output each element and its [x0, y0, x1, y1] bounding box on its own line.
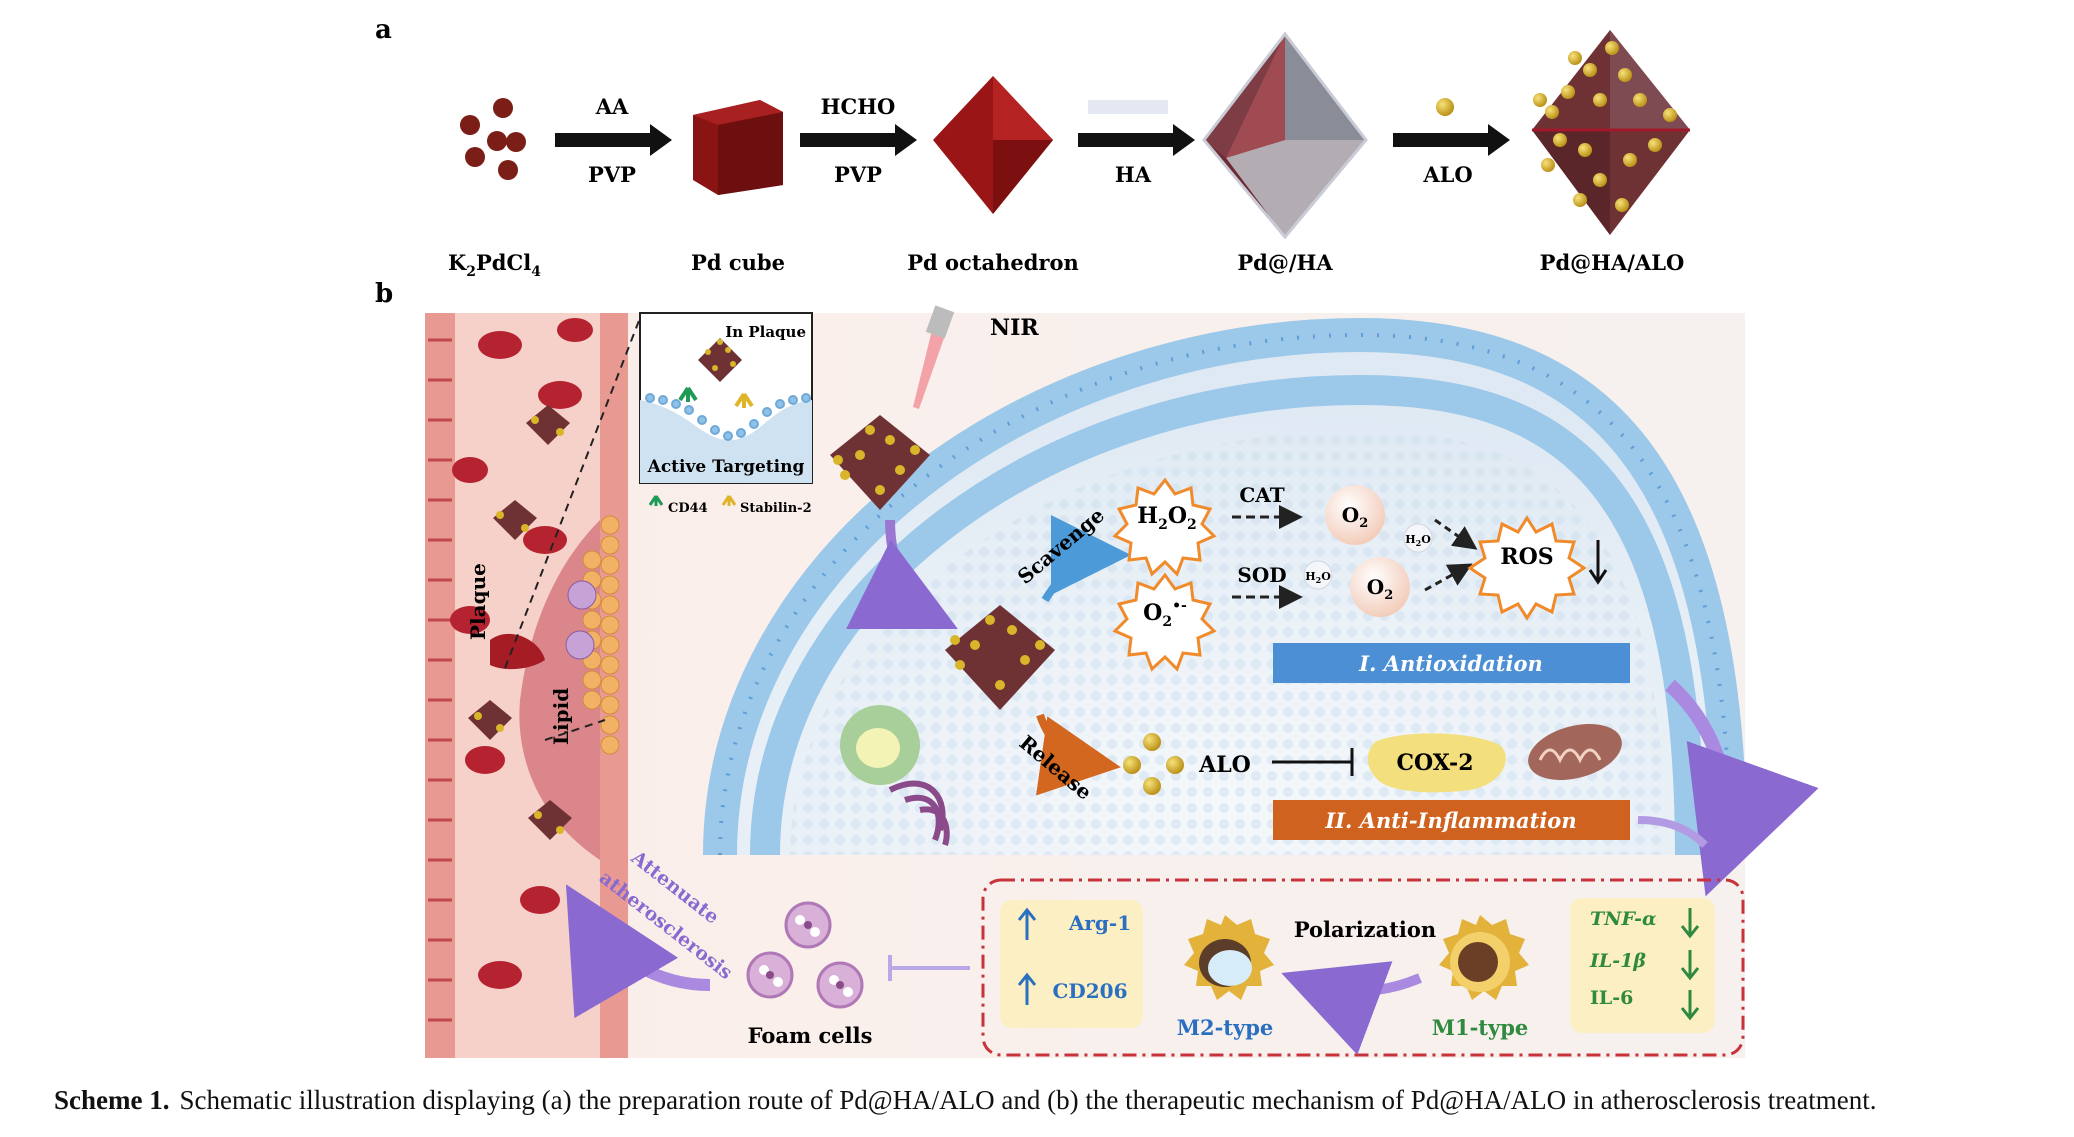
label-k2pdcl4: K2PdCl4 [448, 250, 541, 280]
ha-chain-icon [1088, 100, 1168, 114]
m1-marker-tnf: TNF-α [1590, 908, 1657, 930]
polarization-box [981, 878, 1745, 1057]
alo-particles [1123, 733, 1184, 795]
m1-macrophage-icon [1439, 915, 1529, 1000]
pd-octahedron-icon [933, 76, 1053, 214]
release-arrow [1035, 713, 1121, 796]
reaction-arrowheads [650, 124, 1510, 156]
inset-pointer-lower [544, 719, 606, 741]
arg1-up-arrow [1017, 907, 1037, 940]
h2o2-label: H2O2 [1137, 503, 1196, 533]
blood-vessel [425, 313, 628, 1058]
foam-cells-label: Foam cells [748, 1023, 873, 1048]
cat-label: CAT [1239, 483, 1284, 507]
inset-subtitle: Active Targeting [647, 457, 805, 477]
anti-inflammation-label: II. Anti-Inflammation [1324, 808, 1576, 833]
uptake-arrow [846, 519, 958, 629]
superoxide-label: O2•- [1143, 598, 1187, 630]
active-targeting-inset [639, 312, 813, 506]
nanoparticle-in-cell [945, 605, 1055, 710]
panel-b-label: b [375, 279, 393, 309]
inset-pointer-upper [504, 317, 641, 669]
pd-ha-icon [1202, 31, 1368, 240]
caption-text: Schematic illustration displaying (a) th… [179, 1085, 1877, 1115]
legend-cd44: CD44 [668, 501, 708, 516]
panel-a-label: a [375, 15, 392, 45]
il1b-down-arrow [1680, 950, 1700, 981]
h2o2-star [1112, 477, 1217, 577]
o2-bottom-label: O2 [1367, 575, 1393, 603]
cell-to-macrophage-arrow [1665, 679, 1819, 897]
m1-label: M1-type [1432, 1015, 1529, 1040]
foam-inhibition-line [888, 955, 970, 981]
vessel-plaque-label: Plaque [466, 563, 490, 640]
cox2-blob [1367, 733, 1506, 793]
inflam-to-macrophage-arrow [1637, 816, 1708, 848]
alo-label: ALO [1198, 752, 1251, 778]
nir-label: NIR [990, 315, 1039, 341]
cox2-label: COX-2 [1396, 750, 1473, 776]
ros-star [1467, 515, 1587, 621]
caption-label: Scheme 1. [54, 1085, 170, 1115]
m2-markers-panel [1000, 900, 1143, 1028]
pd-ha-alo-icon [1532, 30, 1690, 235]
sod-label: SOD [1237, 563, 1286, 587]
vessel-lipid-label: Lipid [549, 688, 573, 745]
anti-inflammation-bar [1273, 800, 1630, 840]
scavenge-arrow [1041, 515, 1131, 603]
o2-bubble-bottom [1350, 557, 1410, 617]
attenuate-arrow [565, 884, 711, 1019]
o2-to-ros-arrow-bottom [1424, 563, 1473, 592]
il6-down-arrow [1680, 990, 1700, 1021]
foam-cells-icon [746, 901, 864, 1009]
superoxide-star [1112, 572, 1217, 672]
m2-macrophage-icon [1184, 915, 1274, 1000]
step1-bottom: PVP [588, 162, 636, 187]
label-pd-ha: Pd@/HA [1237, 250, 1333, 275]
nanoparticle-entering [830, 415, 930, 510]
tnf-down-arrow [1680, 908, 1700, 939]
step2-bottom: PVP [834, 162, 882, 187]
antioxidation-label: I. Antioxidation [1358, 651, 1542, 676]
m2-label: M2-type [1177, 1015, 1274, 1040]
antioxidation-bar [1273, 643, 1630, 683]
m1-marker-il1b: IL-1β [1589, 950, 1646, 972]
nir-laser-icon [913, 305, 955, 409]
alo-inhibition-line [1272, 748, 1354, 776]
ros-label: ROS [1500, 544, 1553, 570]
figure-caption: Scheme 1. Schematic illustration displayi… [54, 1085, 2064, 1116]
polarization-arrow [1281, 961, 1422, 1055]
step4-bottom: ALO [1422, 162, 1472, 187]
cd206-up-arrow [1017, 972, 1037, 1005]
o2-to-ros-arrow-top [1434, 518, 1478, 550]
scheme-diagram: a AA PVP HCHO PVP HA ALO [375, 15, 1819, 1058]
inset-title: In Plaque [725, 323, 806, 341]
k2pdcl4-particles [460, 98, 526, 180]
h2o-left-label: H2O [1305, 570, 1331, 585]
label-pd-cube: Pd cube [691, 250, 785, 275]
h2o-bubble-left [1303, 560, 1333, 590]
step2-top: HCHO [821, 94, 896, 119]
h2o-bubble-right [1403, 523, 1433, 553]
alo-molecule-icon [1436, 98, 1454, 116]
m2-marker-cd206: CD206 [1052, 979, 1127, 1003]
step1-top: AA [595, 94, 629, 119]
step3-bottom: HA [1115, 162, 1152, 187]
legend-stabilin: Stabilin-2 [740, 501, 812, 516]
label-pd-octahedron: Pd octahedron [907, 250, 1079, 275]
m1-marker-il6: IL-6 [1590, 987, 1633, 1009]
m1-markers-panel [1570, 898, 1715, 1033]
o2-top-label: O2 [1342, 503, 1368, 531]
polarization-label: Polarization [1294, 917, 1436, 942]
h2o-right-label: H2O [1405, 533, 1431, 548]
label-pd-ha-alo: Pd@HA/ALO [1540, 250, 1685, 275]
pd-cube-icon [693, 100, 783, 195]
o2-bubble-top [1325, 485, 1385, 545]
ros-down-arrow [1588, 540, 1608, 585]
m2-marker-arg1: Arg-1 [1068, 911, 1131, 935]
